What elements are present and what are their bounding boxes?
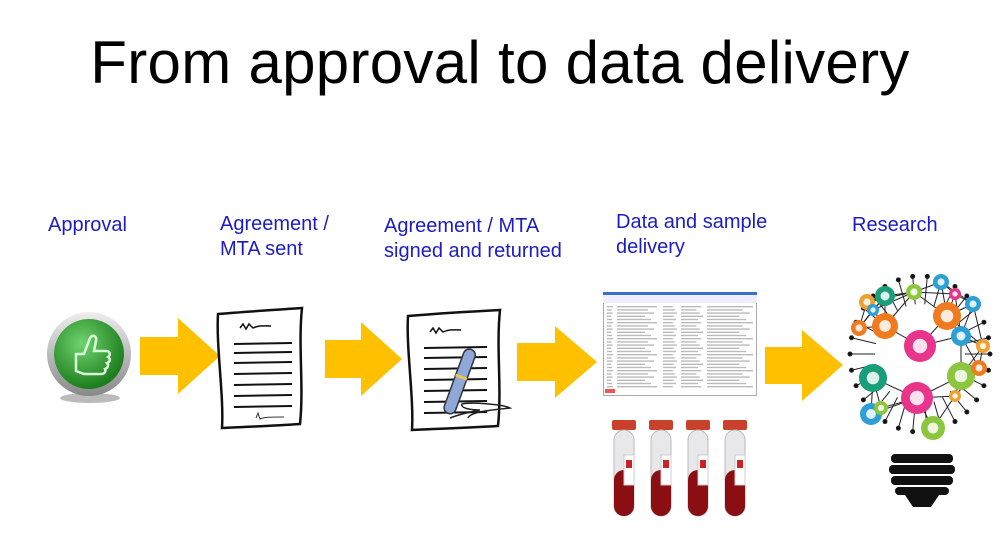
arrow-right-icon	[765, 330, 843, 401]
thumbs-up-icon	[47, 312, 131, 403]
blood-tubes-icon	[612, 420, 747, 517]
signed-document-icon	[406, 308, 512, 432]
arrow-right-icon	[325, 322, 402, 396]
arrow-right-icon	[517, 326, 597, 398]
step-label-approval: Approval	[48, 214, 127, 236]
step-label-agreement-sent: Agreement / MTA sent	[220, 213, 329, 260]
step-label-data-delivery: Data and sample delivery	[616, 211, 768, 258]
document-icon	[216, 306, 304, 430]
spreadsheet-icon	[603, 292, 757, 396]
arrow-right-icon	[140, 318, 220, 394]
slide-title: From approval to data delivery	[90, 29, 910, 96]
step-label-agreement-signed: Agreement / MTA signed and returned	[384, 215, 562, 262]
step-label-research: Research	[852, 214, 938, 236]
lightbulb-icon	[847, 273, 993, 507]
